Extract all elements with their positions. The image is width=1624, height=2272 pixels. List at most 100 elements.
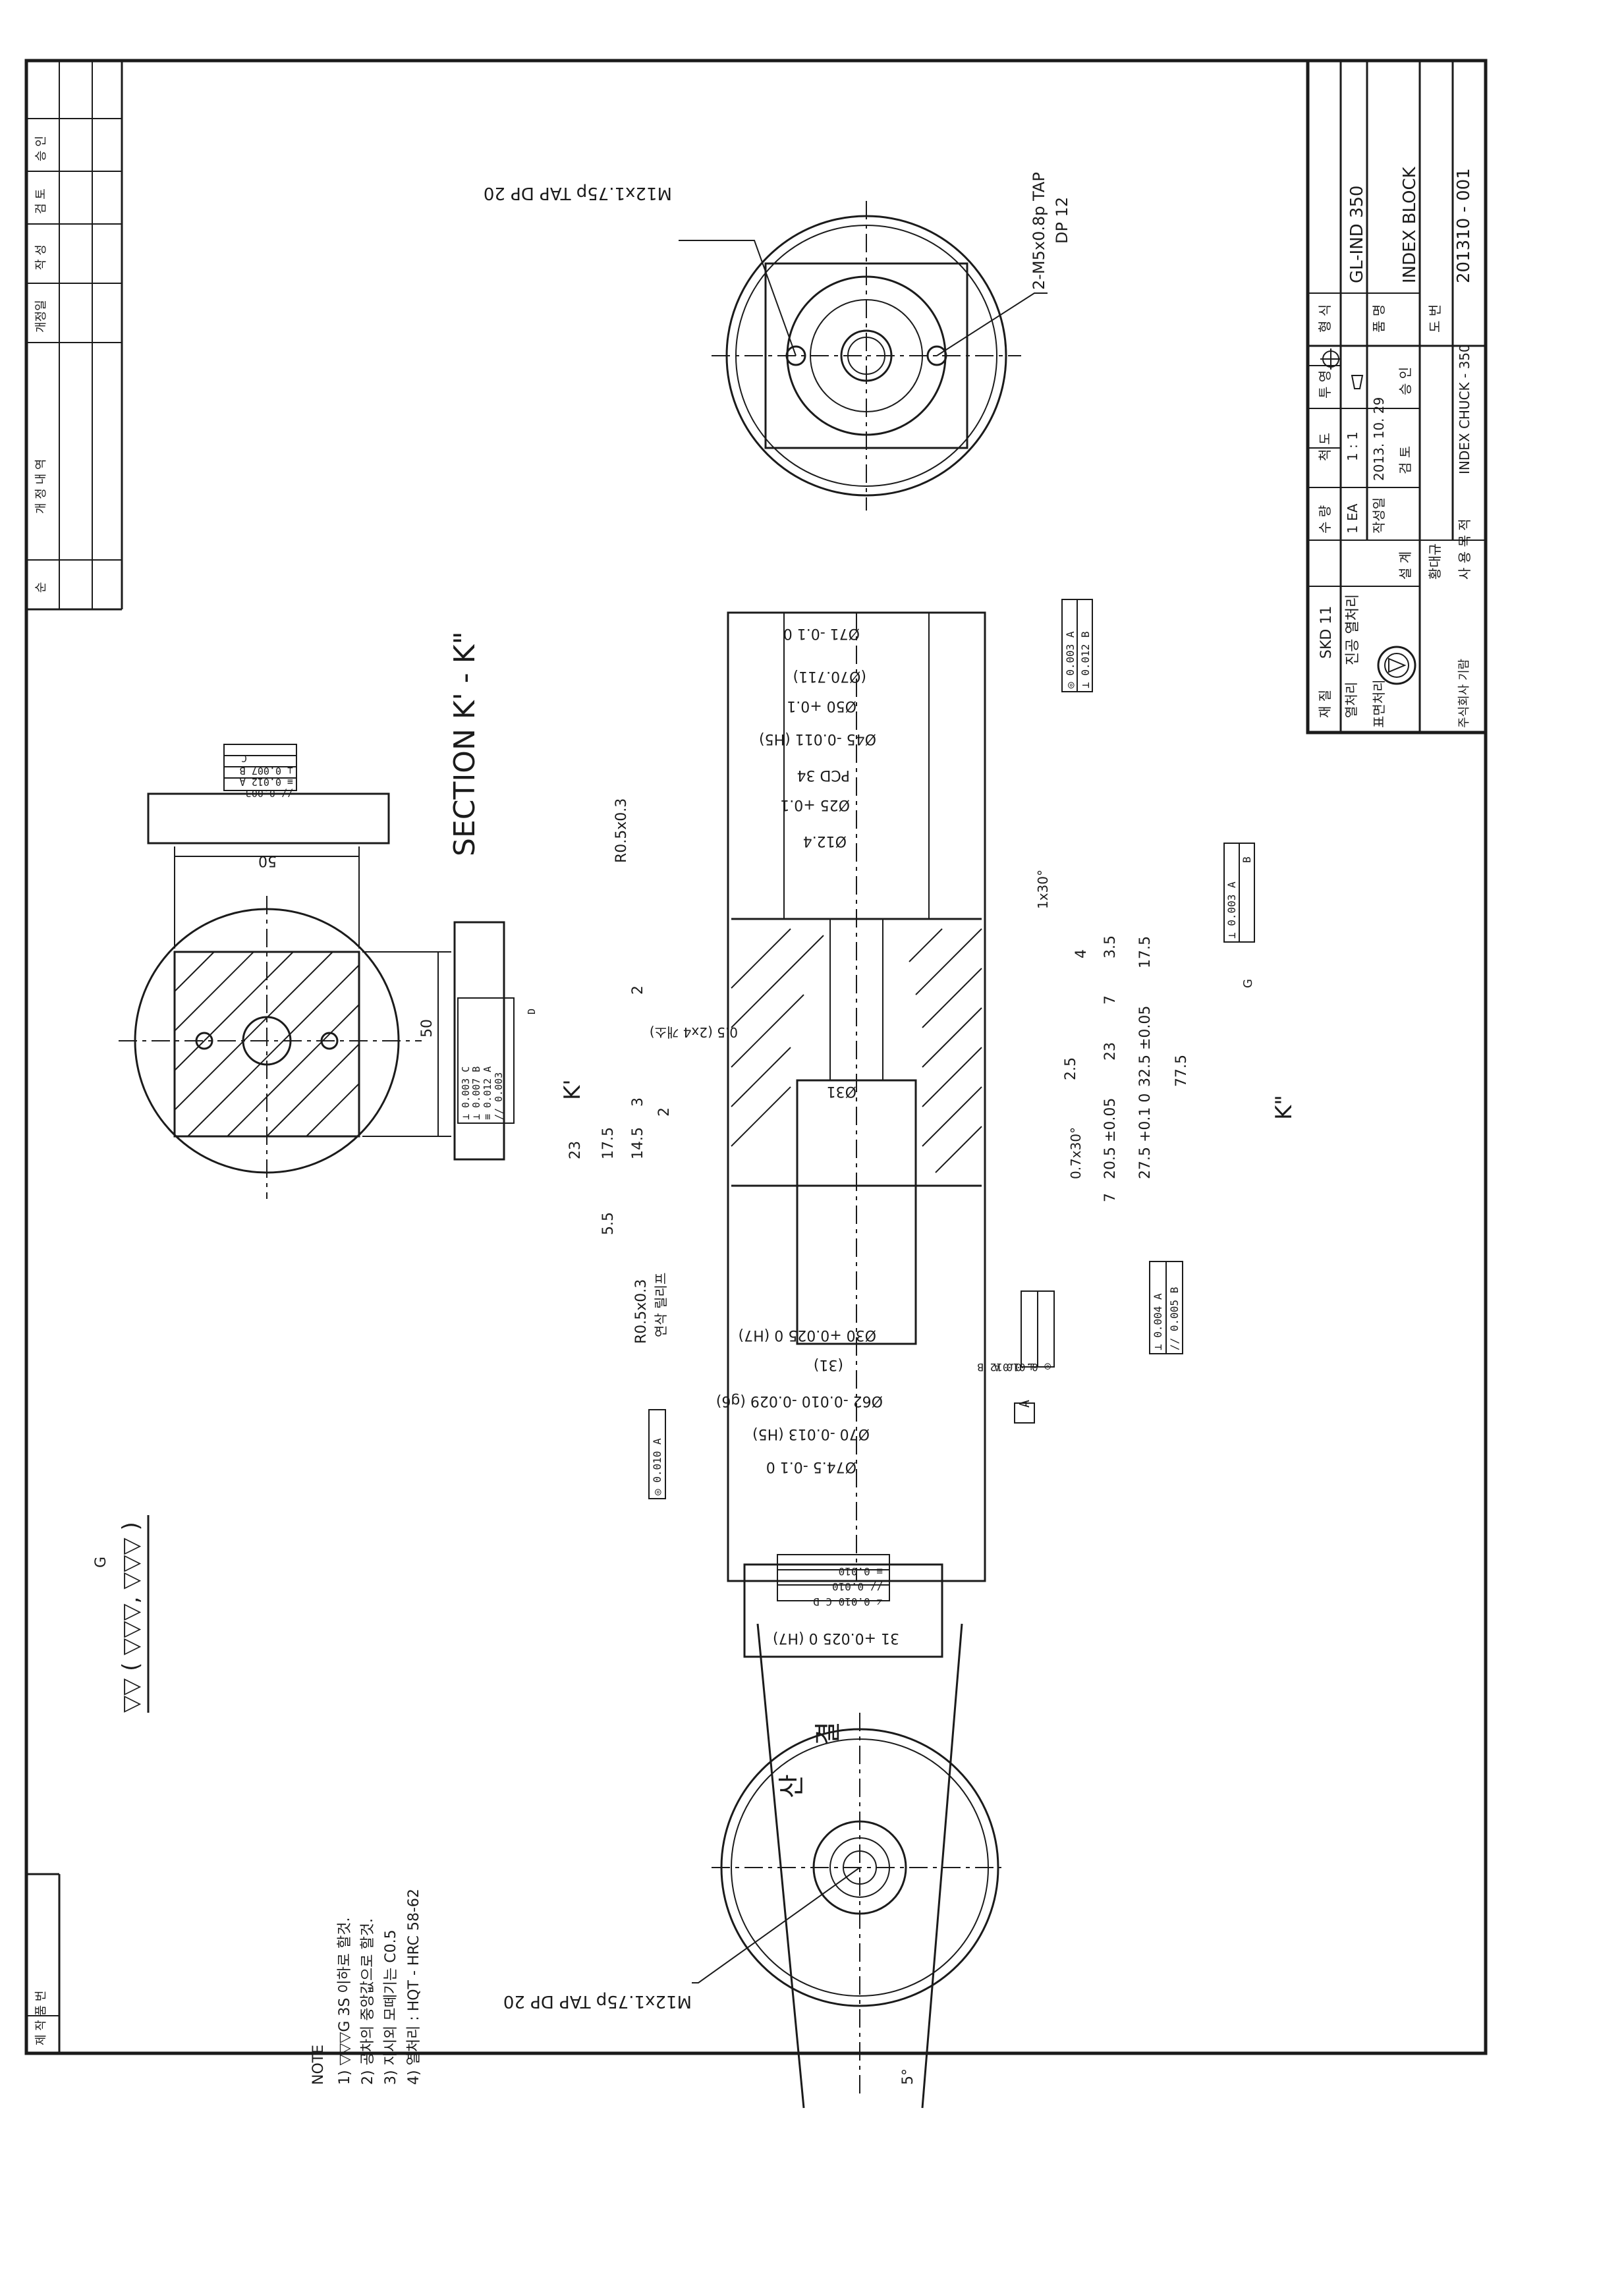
gdt-frame-c5: ◎ 0.010 A [648,1409,666,1499]
gdt-c2-datum: B [1241,856,1253,863]
gdt-c7-line2: ⊥ 0.007 B [470,1067,482,1120]
rev-header-drawn: 작 성 [34,244,48,270]
dim-d30: Ø30 +0.025 0 (H7) [739,1327,876,1343]
value-designer: 황대규 [1427,543,1443,580]
tap-side-dp: DP 12 [1053,197,1071,244]
dim-d31: Ø31 [827,1083,856,1099]
gdt-c4-line1: ⊥ 0.012 B [977,1361,1034,1373]
gdt-c8-line3: ∠ 0.010 C D [813,1595,883,1608]
grind-char-1: 산 [777,1774,807,1798]
note-3: 3) 지시외 모떼기는 C0.5 [383,1929,399,2085]
label-part-name: 품 명 [1371,304,1387,333]
gdt-c8-line1: ≡ 0.010 [839,1565,883,1578]
callout-chamfer2: 0.7x30° [1068,1127,1084,1179]
value-scale: 1 : 1 [1345,431,1360,461]
top-view [679,201,1048,511]
dim-v25: 2.5 [1063,1057,1079,1080]
callout-groove: 0.5 (2x4 개소) [650,1024,738,1040]
dim-d70: Ø70 -0.013 (H5) [752,1426,870,1442]
value-material: SKD 11 [1318,606,1335,659]
gdt-c3-line1: ⊥ 0.004 A [1152,1293,1164,1350]
dim-d25: Ø25 +0.1 [780,796,850,813]
dim-l23: 23 [567,1141,584,1159]
value-company: 주식회사 기람 [1457,659,1471,728]
gdt-c6-datum: C [241,752,247,764]
dim-v205: 20.5 ±0.05 [1102,1098,1119,1179]
dim-d45: Ø45 -0.011 (H5) [759,731,876,747]
notes: NOTE 1) ▽▽▽G 3S 이하로 할것. 2) 공차의 중앙값으로 할것.… [310,1889,422,2085]
callout-radius-low-note: 연삭 릴리프 [653,1273,669,1337]
dim-v325: 32.5 ±0.05 [1137,1006,1154,1087]
label-material: 재 질 [1317,690,1333,718]
dim-d62: Ø62 -0.010 -0.029 (g6) [716,1393,883,1409]
grind-char-2: 결 [813,1721,843,1746]
dim-v2: 2 [630,985,646,995]
rev-bottom-label: 제 작 품 번 [34,1991,48,2045]
callout-radius-top: R0.5x0.3 [613,798,630,863]
dim-p31: (31) [814,1356,843,1373]
gdt-c6-line2: ≡ 0.012 A [240,776,293,788]
dim-v175: 17.5 [1137,936,1154,968]
gdt-frame-c1: ◎ 0.003 A ⊥ 0.012 B [1061,599,1093,692]
label-treatment: 열처리 [1343,682,1359,718]
label-model: 형 식 [1317,304,1333,333]
gdt-c6-line1: // 0.003 [246,787,293,799]
label-design: 설 계 [1397,551,1413,580]
rev-header-no: 순 [34,582,48,593]
value-part-name: INDEX BLOCK [1400,166,1420,283]
gdt-c7-line4: // 0.003 [493,1072,505,1120]
label-projection: 투 영 [1317,370,1333,399]
gdt-c2-line1: ⊥ 0.003 A [1225,881,1238,939]
dim-v275: 27.5 +0.1 0 [1137,1094,1154,1179]
dim-pcd34: PCD 34 [797,767,850,783]
dim-l175: 17.5 [600,1127,617,1159]
company-logo-icon [1377,646,1416,685]
dim-sq50b: 50 [419,1019,435,1038]
callout-chamfer1: 1x30° [1035,870,1051,909]
note-1: 1) ▽▽▽G 3S 이하로 할것. [337,1917,353,2085]
label-check: 검 토 [1397,446,1413,474]
rev-header-content: 개 정 내 역 [34,459,48,514]
gdt-frame-c2: ⊥ 0.003 A B [1223,843,1255,943]
label-qty: 수 량 [1317,505,1333,534]
label-drawn-date: 작성일 [1371,497,1387,534]
note-2: 2) 공차의 중앙값으로 할것. [360,1918,376,2085]
gdt-c7-line1: ⊥ 0.003 C [460,1067,472,1120]
callout-radius-low: R0.5x0.3 [633,1279,650,1344]
dim-d71: Ø71 -0.1 0 [783,625,860,642]
value-date: 2013. 10. 29 [1371,397,1387,481]
gdt-frame-c6: // 0.003 ≡ 0.012 A ⊥ 0.007 B C [223,744,297,799]
dim-sq50a: 50 [258,852,277,869]
value-drawing-no: 201310 - 001 [1454,168,1474,283]
note-4: 4) 열처리 : HQT - HRC 58-62 [406,1889,422,2085]
dim-l55: 5.5 [600,1212,617,1235]
value-model: GL-IND 350 [1347,185,1367,283]
gdt-frame-c8: ≡ 0.010 // 0.010 ∠ 0.010 C D [777,1554,890,1608]
datum-a-box [1014,1402,1035,1424]
datum-a-label: A [1017,1400,1032,1408]
gdt-c1-line2: ⊥ 0.012 B [1079,631,1092,688]
dim-v35: 3.5 [1102,935,1119,958]
cut-mark-left: K' [559,1079,586,1100]
dim-d70711: (Ø70.711) [793,668,866,684]
tap-bottom-callout: M12x1.75p TAP DP 20 [503,1991,692,2011]
surface-finish-legend: ▽▽ ( ▽▽▽, ▽▽▽ ) [118,1522,144,1713]
dim-v775: 77.5 [1173,1055,1190,1087]
dim-d50: Ø50 +0.1 [787,698,856,714]
label-drawing-no: 도 번 [1427,304,1443,333]
finish-mark: G [1241,979,1255,988]
notes-heading: NOTE [310,2045,327,2085]
gdt-c5-line1: ◎ 0.010 A [651,1438,663,1495]
gdt-c7-datum: D [526,1009,538,1014]
rev-header-approve: 승 인 [34,136,48,161]
rev-header-date: 개정일 [34,300,48,333]
dim-v7b: 7 [1102,1193,1119,1202]
rev-header-check: 검 토 [34,188,48,214]
dim-d12: Ø12.4 [803,833,847,849]
tap-side-callout: 2-M5x0.8p TAP [1030,172,1048,290]
sheet-border [24,59,1488,2055]
tap-top-callout: M12x1.75p TAP DP 20 [484,183,672,203]
dim-h31: 31 +0.025 0 (H7) [773,1630,899,1646]
gdt-c8-line2: // 0.010 [832,1580,883,1593]
